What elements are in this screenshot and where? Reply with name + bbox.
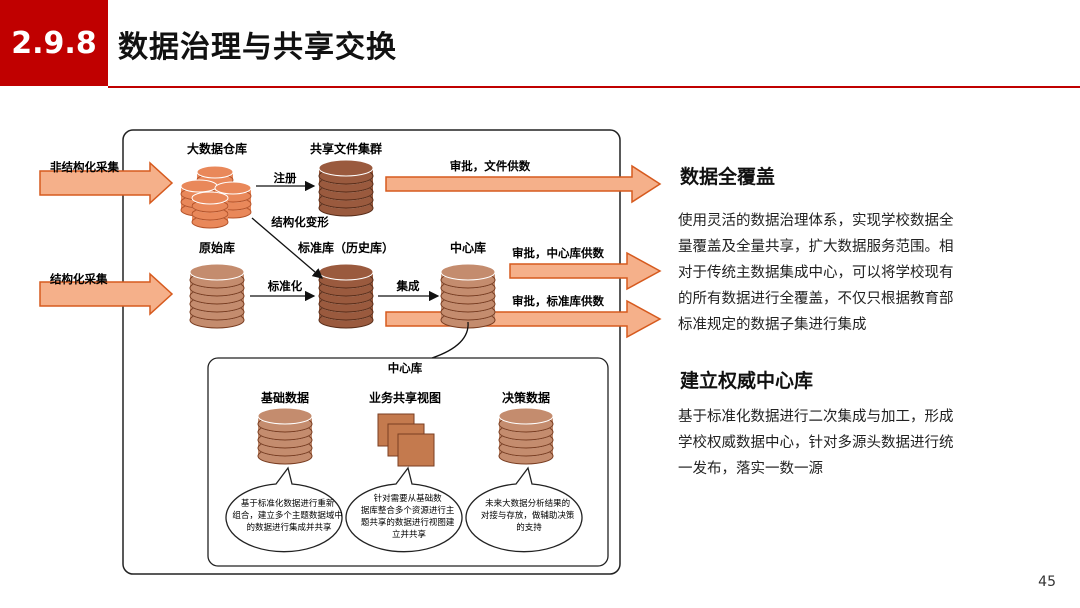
integrate-label: 集成: [396, 279, 420, 293]
coverage-line: 使用灵活的数据治理体系，实现学校数据全: [678, 213, 954, 229]
big-data-warehouse-db-front: [191, 191, 229, 229]
coverage-line: 标准规定的数据子集进行集成: [678, 317, 867, 333]
unstructured-input-arrow: [39, 161, 174, 205]
shared-file-cluster-db: [318, 159, 374, 217]
basic-data-db: [257, 407, 313, 465]
coverage-heading: 数据全覆盖: [680, 166, 776, 188]
standardize-label: 标准化: [267, 279, 303, 293]
basic-data-bubble: [225, 466, 343, 553]
big-data-warehouse-label: 大数据仓库: [187, 141, 247, 156]
shared-view-label: 业务共享视图: [369, 390, 441, 405]
standard-store-db: [318, 263, 374, 329]
standard-output-arrow: [385, 299, 662, 339]
center-detail-title: 中心库: [388, 361, 423, 375]
shared-view-bubble: [345, 466, 463, 553]
authority-line: 学校权威数据中心，针对多源头数据进行统: [678, 435, 954, 451]
center-store-label: 中心库: [450, 240, 486, 255]
shared-view-desc: 针对需要从基础数 据库整合多个资源进行主 题共享的数据进行视图建 立并共享: [361, 493, 457, 540]
decision-data-db: [498, 407, 554, 465]
coverage-line: 的所有数据进行全覆盖，不仅只根据教育部: [678, 291, 954, 307]
section-number-badge: 2.9.8: [0, 0, 108, 86]
structured-input-label: 结构化采集: [49, 272, 108, 286]
authority-heading: 建立权威中心库: [680, 370, 814, 392]
page-title: 数据治理与共享交换: [118, 30, 397, 65]
shared-file-cluster-label: 共享文件集群: [310, 141, 382, 156]
authority-line: 基于标准化数据进行二次集成与加工，形成: [678, 409, 954, 425]
center-output-arrow: [509, 251, 662, 291]
unstructured-input-label: 非结构化采集: [50, 160, 119, 174]
title-divider: [108, 86, 1080, 88]
authority-paragraph: 基于标准化数据进行二次集成与加工，形成 学校权威数据中心，针对多源头数据进行统 …: [678, 404, 978, 482]
center-detail-connector: [431, 321, 469, 359]
file-output-arrow: [385, 164, 662, 204]
coverage-line: 量覆盖及全量共享，扩大数据服务范围。相: [678, 239, 954, 255]
coverage-paragraph: 使用灵活的数据治理体系，实现学校数据全 量覆盖及全量共享，扩大数据服务范围。相 …: [678, 208, 978, 338]
page-number: 45: [1038, 574, 1056, 590]
decision-data-desc: 未来大数据分析结果的 对接与存放，做辅助决策 的支持: [481, 498, 577, 533]
basic-data-label: 基础数据: [260, 390, 309, 405]
raw-store-db: [189, 263, 245, 329]
standard-store-label: 标准库（历史库）: [297, 240, 394, 255]
center-detail-panel: [207, 357, 609, 567]
transform-label: 结构化变形: [270, 215, 329, 229]
system-frame: [122, 129, 621, 575]
standard-output-label: 审批，标准库供数: [512, 294, 604, 308]
data-governance-diagram: 非结构化采集 结构化采集 大数据仓库 共享文件集群 原始库 标准库（历史库） 中…: [39, 129, 662, 575]
authority-line: 一发布，落实一数一源: [678, 461, 823, 477]
basic-data-desc: 基于标准化数据进行重新 组合，建立多个主题数据域中 的数据进行集成并共享: [232, 498, 345, 533]
raw-store-label: 原始库: [199, 240, 235, 255]
structured-input-arrow: [39, 272, 174, 316]
transform-connector: [251, 217, 323, 279]
file-output-label: 审批，文件供数: [450, 159, 531, 173]
decision-data-label: 决策数据: [502, 390, 550, 405]
shared-view-icon: [377, 413, 435, 467]
center-store-db: [440, 263, 496, 329]
coverage-line: 对于传统主数据集成中心，可以将学校现有: [678, 265, 954, 281]
center-output-label: 审批，中心库供数: [512, 246, 604, 260]
decision-data-bubble: [465, 466, 583, 553]
register-label: 注册: [274, 171, 297, 185]
